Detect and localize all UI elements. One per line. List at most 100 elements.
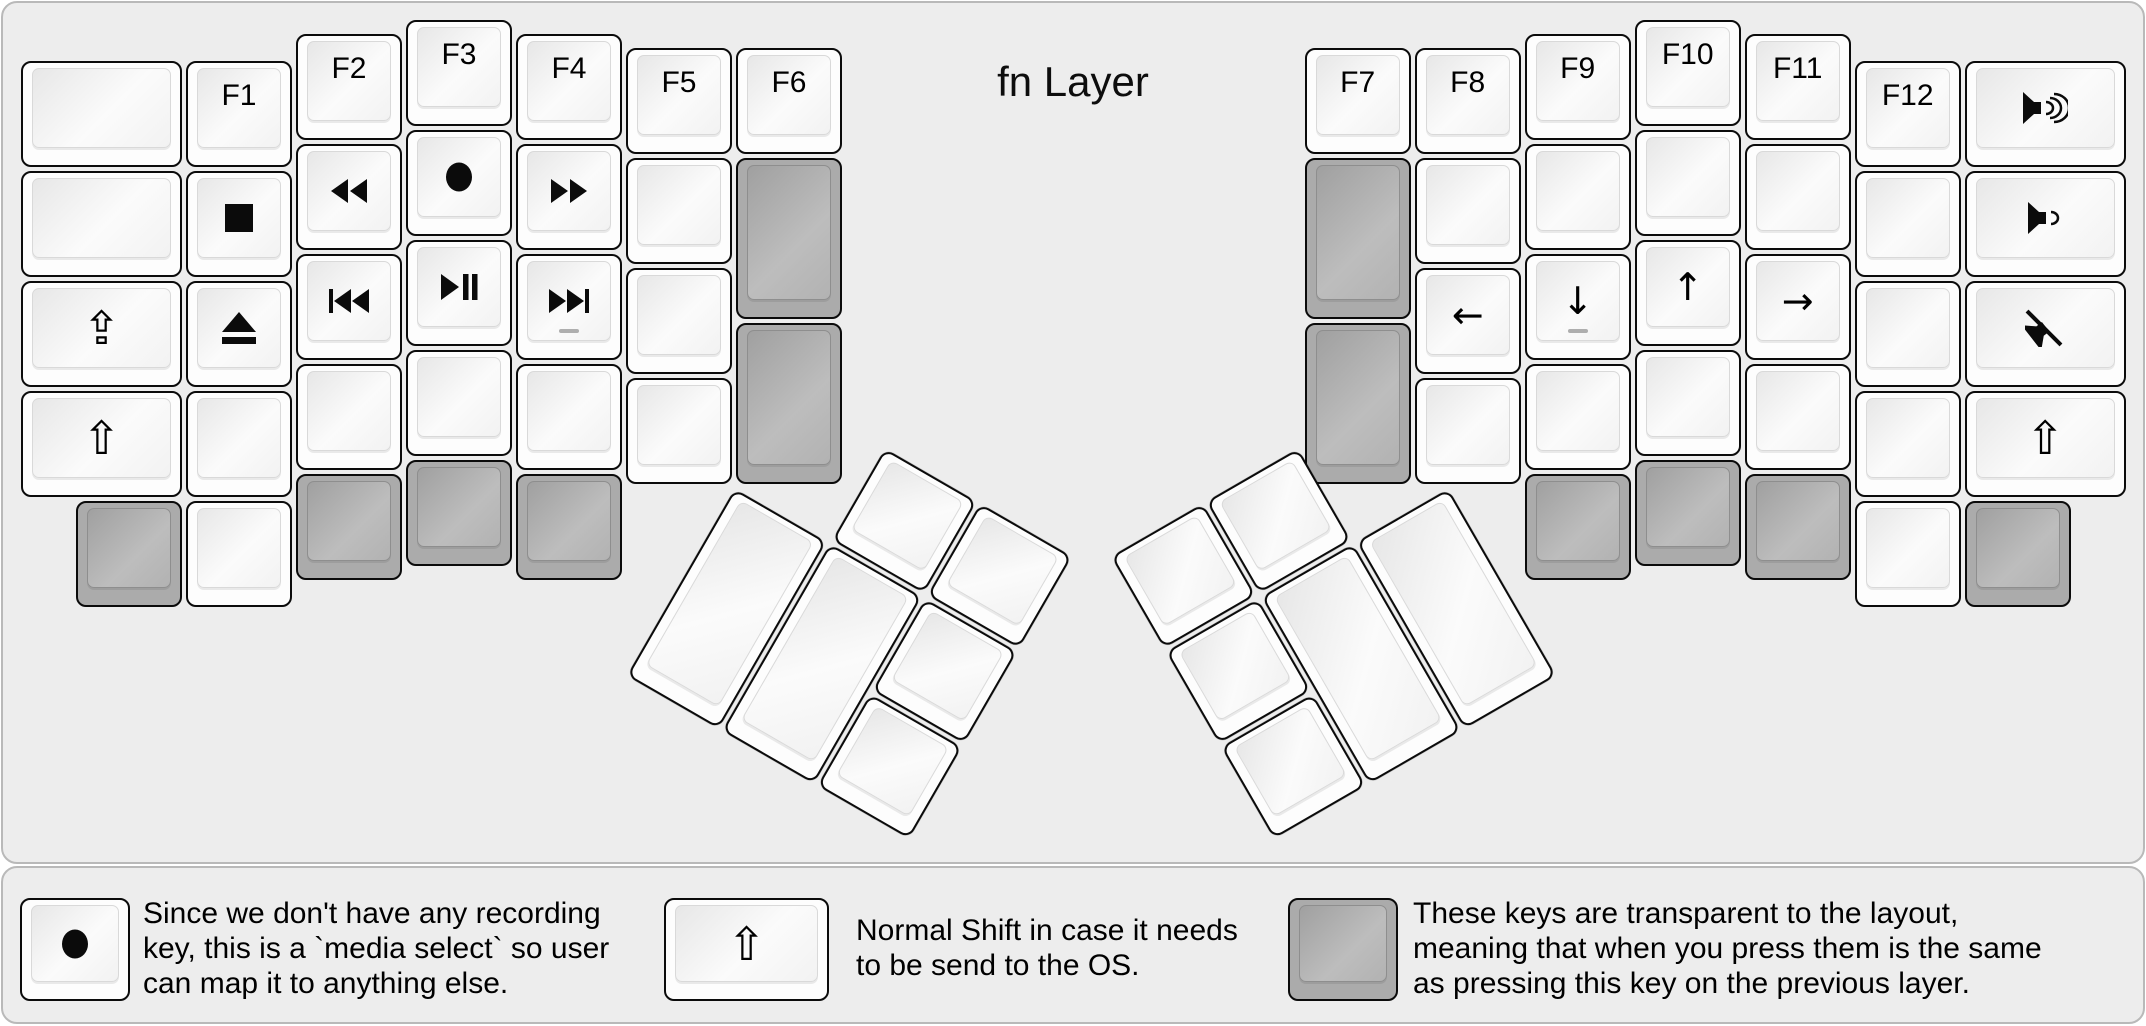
- legend-normal-shift-key-sample: ⇧: [664, 898, 829, 1001]
- shift-glyph: ⇧: [82, 411, 121, 466]
- record-icon: [445, 162, 473, 192]
- keycap: →: [1755, 260, 1840, 341]
- keycap: [197, 398, 281, 479]
- key-transparent: [516, 473, 622, 580]
- keycap: [1645, 357, 1730, 437]
- key-f8: F8: [1414, 47, 1521, 154]
- keycap: [197, 508, 281, 589]
- keycap: F8: [1425, 54, 1510, 135]
- key-transparent: [1964, 501, 2071, 608]
- key-play-pause: [406, 240, 512, 346]
- key-shift: ⇧: [21, 391, 182, 498]
- key-label: F1: [221, 79, 257, 113]
- key-blank: [1854, 171, 1961, 278]
- key-transparent: [1304, 157, 1411, 319]
- key-blank: [1744, 143, 1851, 250]
- key-blank: [186, 391, 292, 498]
- eject-icon: [220, 312, 258, 345]
- keycap: [87, 508, 171, 589]
- keycap: ⇪: [32, 288, 171, 369]
- arrow-glyph: ↑: [1671, 265, 1704, 309]
- arrow-glyph: ↓: [1561, 278, 1594, 323]
- key-label: F11: [1772, 51, 1823, 85]
- keycap: [1299, 905, 1387, 982]
- keycap: [1315, 164, 1400, 300]
- keycap: [1425, 164, 1510, 245]
- key-blank: [186, 501, 292, 608]
- key-f12: F12: [1854, 61, 1961, 168]
- keycap: [527, 260, 611, 341]
- key-transparent: [1634, 460, 1741, 566]
- keycap: [1755, 370, 1840, 451]
- key-f5: F5: [626, 47, 732, 154]
- keycap: [527, 480, 611, 561]
- prev-track-icon: [328, 288, 370, 314]
- play-pause-icon: [440, 273, 478, 301]
- keycap: [1865, 508, 1950, 589]
- keycap: [1975, 288, 2115, 369]
- key-blank: [296, 363, 402, 470]
- keycap: [527, 370, 611, 451]
- key-stop: [186, 171, 292, 278]
- key-transparent: [76, 501, 182, 608]
- keycap: [32, 68, 171, 149]
- keycap: [637, 274, 721, 355]
- key-label: F5: [661, 65, 697, 99]
- keycap: [747, 164, 831, 300]
- keycap: F6: [747, 54, 831, 135]
- shift-glyph: ⇧: [727, 916, 766, 971]
- key-blank: [1854, 281, 1961, 388]
- keycap: F2: [307, 40, 391, 121]
- legend-panel: [1, 866, 2145, 1024]
- keycap: [31, 905, 119, 982]
- keycap: [307, 370, 391, 451]
- keycap: [32, 178, 171, 259]
- layer-title: fn Layer: [997, 58, 1149, 105]
- keycap: ⇧: [1975, 398, 2115, 479]
- key-f3: F3: [406, 20, 512, 126]
- key-blank: [626, 377, 732, 484]
- keycap: [417, 357, 501, 437]
- legend-transparent-keys-text: These keys are transparent to the layout…: [1413, 896, 2042, 1000]
- shift-glyph: ⇪: [82, 301, 121, 356]
- key-f6: F6: [736, 47, 842, 154]
- key-f9: F9: [1524, 33, 1631, 140]
- key-caps-lock: ⇪: [21, 281, 182, 388]
- key-rewind: [296, 143, 402, 250]
- key-label: F12: [1881, 79, 1934, 113]
- keycap: [637, 384, 721, 465]
- keycap: [1755, 150, 1840, 231]
- key-volume-up: [1964, 61, 2126, 168]
- homing-bar-indicator: [559, 328, 579, 333]
- key-transparent: [736, 157, 842, 319]
- arrow-glyph: →: [1781, 278, 1814, 323]
- key-arrow-down: ↓: [1524, 253, 1631, 360]
- key-blank: [21, 61, 182, 168]
- keycap: [307, 480, 391, 561]
- keycap: ↓: [1535, 260, 1620, 341]
- key-fast-forward: [516, 143, 622, 250]
- key-blank: [1524, 143, 1631, 250]
- key-blank: [626, 157, 732, 264]
- keycap: [307, 150, 391, 231]
- keycap: [1425, 384, 1510, 465]
- fast-forward-icon: [550, 178, 588, 204]
- keycap: ⇧: [675, 905, 818, 982]
- keycap: [1975, 508, 2060, 589]
- key-f11: F11: [1744, 33, 1851, 140]
- keycap: [1865, 398, 1950, 479]
- keycap: F1: [197, 68, 281, 149]
- keycap: F5: [637, 54, 721, 135]
- shift-glyph: ⇧: [2025, 411, 2065, 466]
- keycap: [637, 164, 721, 245]
- keycap: F11: [1755, 40, 1840, 121]
- keycap: [307, 260, 391, 341]
- key-label: F3: [441, 38, 477, 71]
- key-f10: F10: [1634, 20, 1741, 126]
- key-blank: [1854, 501, 1961, 608]
- key-volume-mute: [1964, 281, 2126, 388]
- key-blank: [1414, 157, 1521, 264]
- key-blank: [1414, 377, 1521, 484]
- rewind-icon: [330, 178, 368, 204]
- key-transparent: [1304, 322, 1411, 484]
